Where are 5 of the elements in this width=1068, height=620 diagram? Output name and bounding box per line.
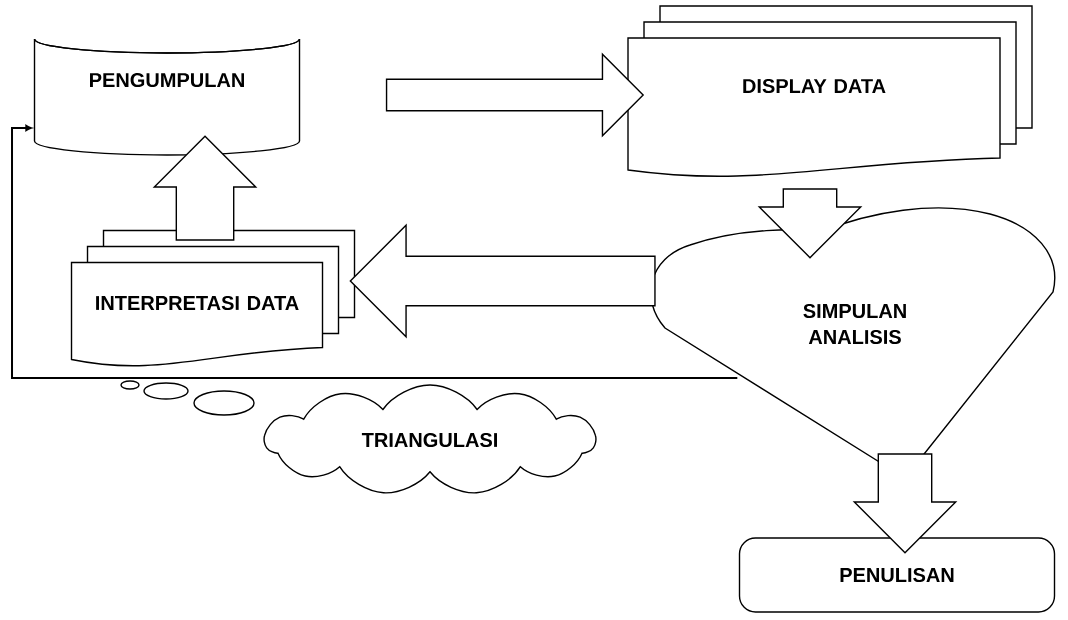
document-stack: DISPLAY DATA bbox=[627, 5, 1033, 177]
rounded-box: PENULISAN bbox=[738, 537, 1056, 613]
thought-cloud: TRIANGULASI bbox=[120, 380, 597, 494]
connector-arrow bbox=[11, 124, 739, 379]
document-stack: INTERPRETASI DATA bbox=[70, 229, 356, 367]
